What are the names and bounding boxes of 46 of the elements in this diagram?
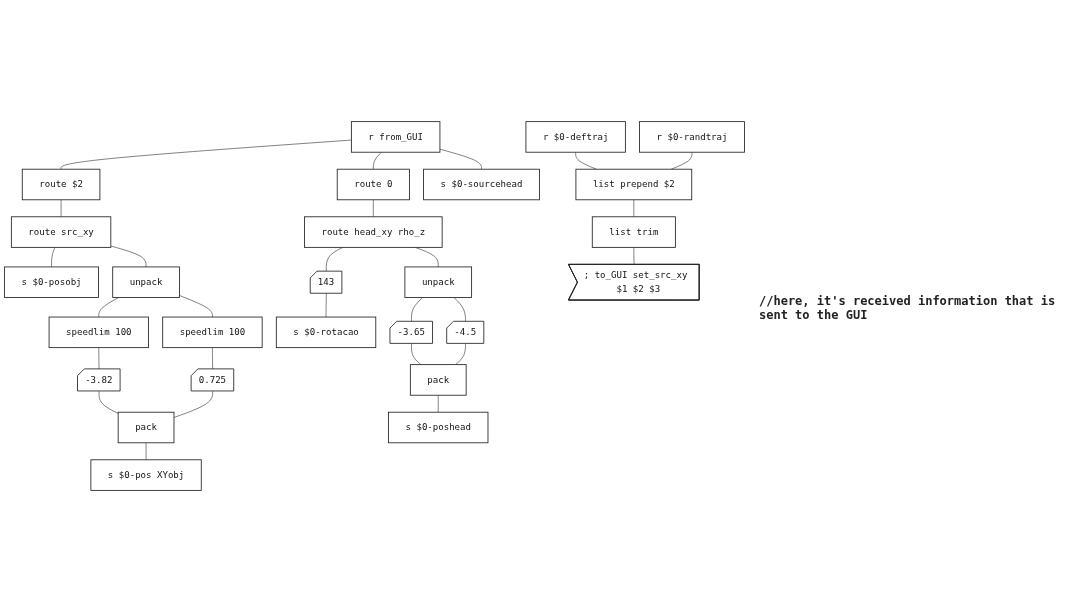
connector <box>455 343 466 365</box>
connector <box>326 247 344 272</box>
node-box: s $0-posobj <box>4 266 99 298</box>
connector <box>633 247 635 265</box>
connector <box>453 297 466 322</box>
node-box: s $0-poshead <box>388 411 489 444</box>
node-box: pack <box>117 411 175 444</box>
node-box: pack <box>409 364 467 396</box>
connector <box>670 151 693 170</box>
connector <box>98 347 100 370</box>
connector <box>179 295 213 318</box>
node-box: route 0 <box>336 168 410 201</box>
connector <box>145 442 147 461</box>
connector <box>60 139 352 170</box>
node-box: s $0-sourcehead <box>423 168 540 201</box>
node-box: route head_xy rho_z <box>304 216 443 248</box>
node-box: speedlim 100 <box>162 316 263 349</box>
node-box: route src_xy <box>10 216 112 248</box>
node-box: list prepend $2 <box>575 168 693 201</box>
node-box: r $0-randtraj <box>639 121 745 153</box>
node-box: r from_GUI <box>350 121 441 153</box>
connector <box>212 347 213 370</box>
connector <box>373 199 374 218</box>
comment-text: //here, it's received information that is sent to the GUI <box>759 294 1057 322</box>
connector <box>437 394 439 413</box>
connector <box>411 343 422 365</box>
node-box: speedlim 100 <box>48 316 149 349</box>
connector <box>173 390 213 418</box>
connector <box>325 293 327 318</box>
connector <box>575 151 597 170</box>
node-box: s $0-rotacao <box>275 316 377 349</box>
connector <box>633 199 635 218</box>
connector <box>98 390 119 414</box>
connector <box>60 199 62 218</box>
connector <box>98 297 119 318</box>
node-box: unpack <box>112 266 180 298</box>
node-box: s $0-pos XYobj <box>90 459 202 491</box>
node-box: route $2 <box>21 168 101 201</box>
node-box: unpack <box>404 266 473 298</box>
connector <box>51 247 56 268</box>
connector <box>110 245 147 268</box>
node-box: r $0-deftraj <box>525 121 626 153</box>
connector <box>439 148 482 170</box>
connector <box>373 151 382 170</box>
connector <box>411 297 423 322</box>
node-box: list trim <box>591 216 676 248</box>
